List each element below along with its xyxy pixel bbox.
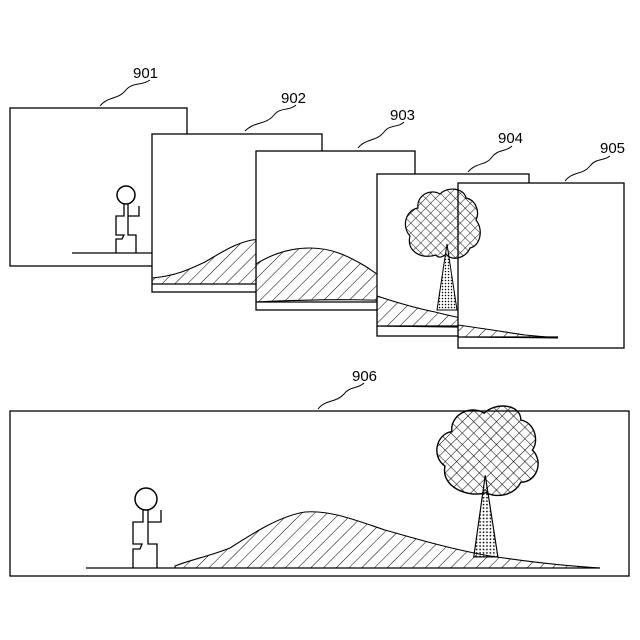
composite-906	[10, 406, 629, 576]
ref-label-901: 901	[133, 65, 158, 82]
ref-label-904: 904	[498, 130, 523, 147]
ref-label-905: 905	[600, 140, 625, 157]
ref-label-906: 906	[352, 368, 377, 385]
ref-label-903: 903	[390, 107, 415, 124]
ref-label-902: 902	[281, 90, 306, 107]
